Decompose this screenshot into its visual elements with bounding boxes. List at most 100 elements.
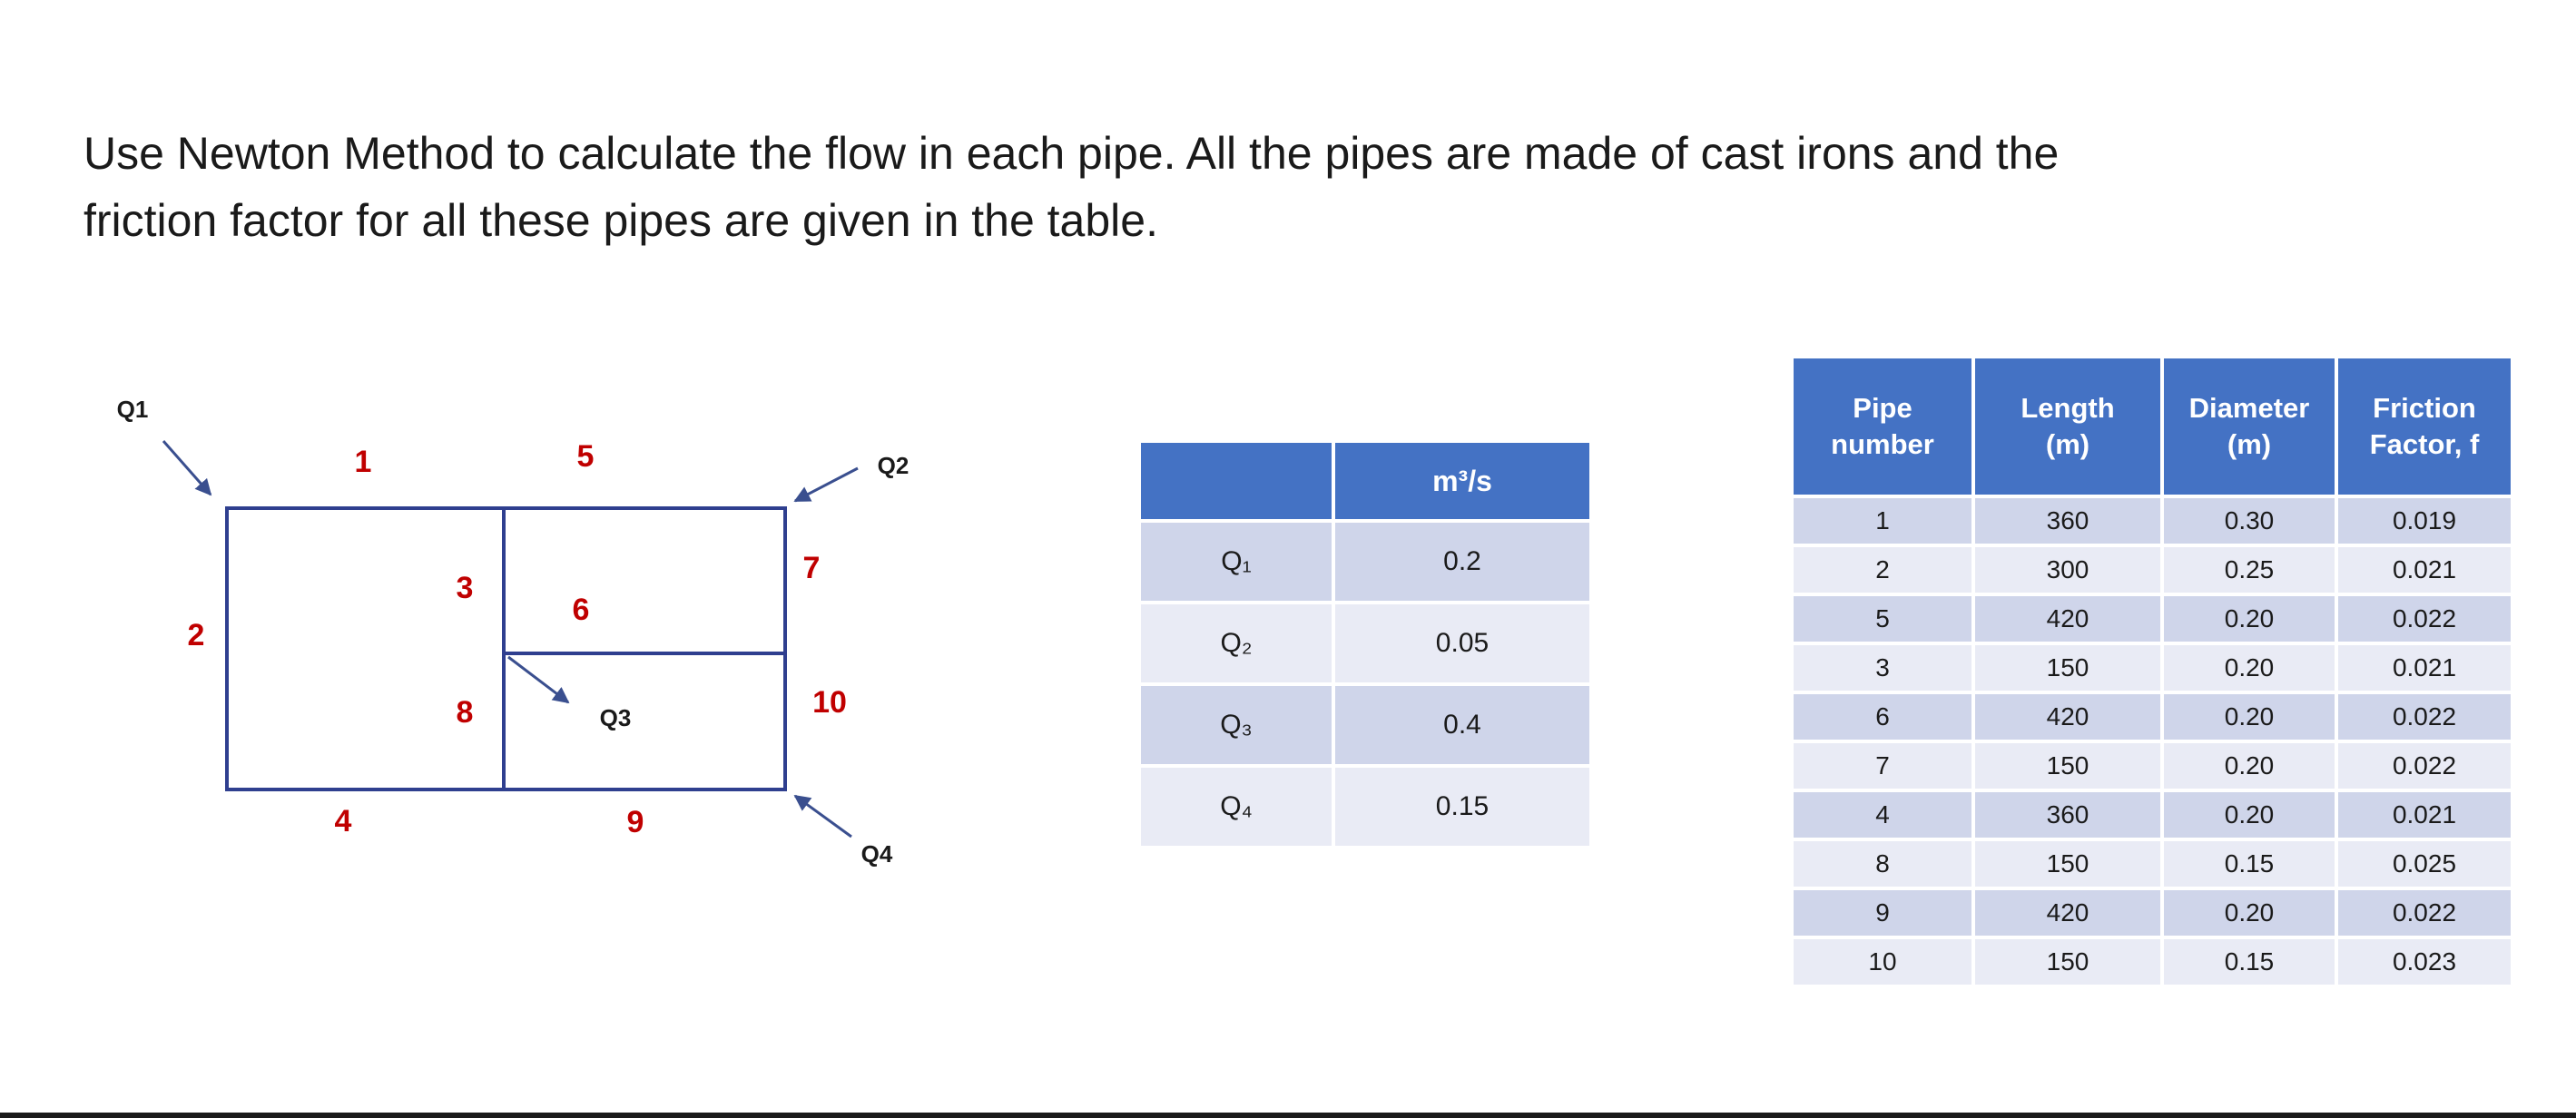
diameter-cell: 0.20 [2164, 792, 2335, 838]
flow-label-q3: Q3 [600, 704, 632, 731]
length-cell: 150 [1975, 743, 2160, 789]
flow-table-header-unit: m³/s [1335, 443, 1589, 519]
pipe-label-10: 10 [812, 685, 847, 720]
flow-table-row: Q₁ 0.2 [1141, 523, 1589, 601]
pipe-label-6: 6 [573, 593, 590, 627]
pipe-number-cell: 8 [1794, 841, 1971, 887]
length-cell: 420 [1975, 694, 2160, 740]
diameter-cell: 0.20 [2164, 596, 2335, 642]
flow-table-row: Q₄ 0.15 [1141, 768, 1589, 846]
flow-label-q4: Q4 [861, 840, 893, 868]
flow-label-q2: Q2 [878, 452, 909, 479]
pipe-label-4: 4 [335, 804, 352, 838]
friction-factor-cell: 0.021 [2338, 645, 2511, 691]
friction-factor-cell: 0.022 [2338, 743, 2511, 789]
pipe-label-9: 9 [627, 805, 644, 839]
bottom-divider [0, 1113, 2576, 1118]
pipe-number-cell: 3 [1794, 645, 1971, 691]
diameter-cell: 0.15 [2164, 939, 2335, 985]
pipe-table-header-length: Length (m) [1975, 358, 2160, 495]
friction-factor-cell: 0.021 [2338, 547, 2511, 593]
pipe-properties-table: Pipe number Length (m) Diameter (m) Fric… [1790, 355, 2514, 988]
friction-factor-cell: 0.025 [2338, 841, 2511, 887]
pipe-label-5: 5 [577, 439, 595, 474]
flow-name-cell: Q₁ [1141, 523, 1332, 601]
diameter-cell: 0.20 [2164, 743, 2335, 789]
header-text-line: Length [2020, 392, 2115, 424]
pipe-table-header-friction-factor: Friction Factor, f [2338, 358, 2511, 495]
problem-statement-line-1: Use Newton Method to calculate the flow … [84, 128, 2060, 179]
friction-factor-cell: 0.019 [2338, 498, 2511, 544]
diameter-cell: 0.20 [2164, 645, 2335, 691]
flow-value-cell: 0.4 [1335, 686, 1589, 764]
pipe-label-7: 7 [803, 551, 821, 585]
flow-label-q1: Q1 [117, 396, 149, 423]
flow-table-row: Q₂ 0.05 [1141, 604, 1589, 682]
friction-factor-cell: 0.022 [2338, 596, 2511, 642]
flow-value-cell: 0.15 [1335, 768, 1589, 846]
flow-value-cell: 0.2 [1335, 523, 1589, 601]
flow-table-header-name [1141, 443, 1332, 519]
header-text-line: number [1831, 428, 1934, 460]
pipe-number-cell: 1 [1794, 498, 1971, 544]
flow-name-cell: Q₂ [1141, 604, 1332, 682]
pipe-label-3: 3 [457, 571, 474, 605]
problem-statement: Use Newton Method to calculate the flow … [84, 120, 2353, 254]
length-cell: 150 [1975, 939, 2160, 985]
pipe-label-8: 8 [457, 695, 474, 730]
flow-name-cell: Q₄ [1141, 768, 1332, 846]
pipe-number-cell: 4 [1794, 792, 1971, 838]
friction-factor-cell: 0.022 [2338, 890, 2511, 936]
q1-inflow-arrow [162, 440, 212, 496]
flow-table-row: Q₃ 0.4 [1141, 686, 1589, 764]
length-cell: 150 [1975, 841, 2160, 887]
pipe-number-cell: 6 [1794, 694, 1971, 740]
friction-factor-cell: 0.021 [2338, 792, 2511, 838]
flow-name-cell: Q₃ [1141, 686, 1332, 764]
length-cell: 360 [1975, 498, 2160, 544]
q4-outflow-arrow [793, 794, 852, 838]
pipe-number-cell: 7 [1794, 743, 1971, 789]
diameter-cell: 0.20 [2164, 694, 2335, 740]
diameter-cell: 0.15 [2164, 841, 2335, 887]
flow-table-header-row: m³/s [1141, 443, 1589, 519]
friction-factor-cell: 0.022 [2338, 694, 2511, 740]
header-text-line: Diameter [2188, 392, 2310, 424]
pipe-number-cell: 10 [1794, 939, 1971, 985]
pipe-number-cell: 5 [1794, 596, 1971, 642]
q2-inflow-arrow [793, 466, 859, 503]
diameter-cell: 0.20 [2164, 890, 2335, 936]
pipe-network-diagram: 1 2 3 4 5 6 7 8 9 10 Q1 Q2 Q3 Q4 [117, 396, 909, 868]
pipe-network-outer-loop [225, 506, 787, 791]
length-cell: 150 [1975, 645, 2160, 691]
flow-value-cell: 0.05 [1335, 604, 1589, 682]
pipe-number-cell: 2 [1794, 547, 1971, 593]
length-cell: 420 [1975, 596, 2160, 642]
pipe-table-header-row: Pipe number Length (m) Diameter (m) Fric… [1794, 358, 2511, 495]
diameter-cell: 0.25 [2164, 547, 2335, 593]
problem-statement-line-2: friction factor for all these pipes are … [84, 195, 1158, 246]
flow-rate-table: m³/s Q₁ 0.2 Q₂ 0.05 Q₃ 0.4 Q₄ 0.15 [1137, 439, 1593, 849]
header-text-line: Friction [2373, 392, 2476, 424]
header-text-line: (m) [2045, 428, 2090, 460]
pipe-label-2: 2 [188, 618, 205, 652]
length-cell: 300 [1975, 547, 2160, 593]
friction-factor-cell: 0.023 [2338, 939, 2511, 985]
pipe-number-cell: 9 [1794, 890, 1971, 936]
header-text-line: Pipe [1853, 392, 1912, 424]
pipe-table-header-pipe-number: Pipe number [1794, 358, 1971, 495]
q3-outflow-arrow [507, 655, 570, 704]
length-cell: 360 [1975, 792, 2160, 838]
pipe-table-header-diameter: Diameter (m) [2164, 358, 2335, 495]
pipe-label-1: 1 [355, 445, 372, 479]
